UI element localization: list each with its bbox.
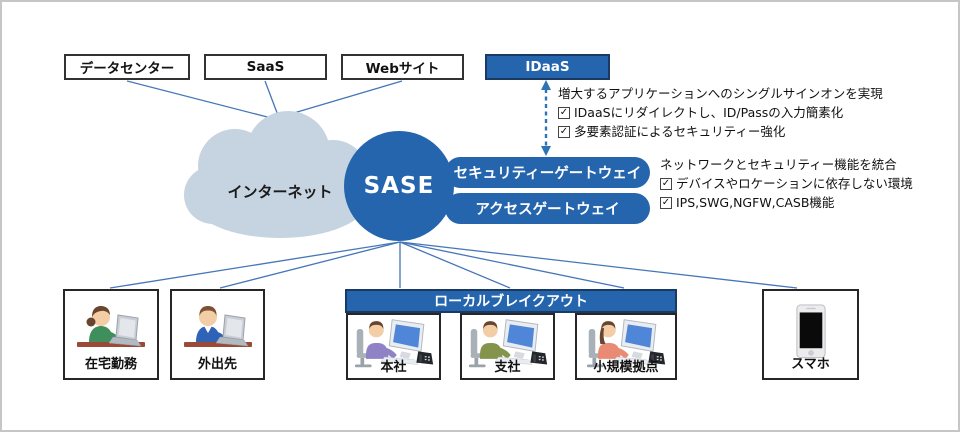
node-datacenter: データセンター [64,54,190,80]
annotation-heading: 増大するアプリケーションへのシングルサインオンを実現 [558,86,883,101]
arrow-down-icon [541,146,551,156]
checkbox-checked-icon: ✓ [558,125,570,138]
access-gateway-pill: アクセスゲートウェイ [445,193,650,224]
node-label: スマホ [791,357,830,372]
annotation-item-text: IDaaSにリダイレクトし、ID/Passの入力簡素化 [574,105,844,120]
node-home-work: 在宅勤務 [63,289,159,380]
node-label: 小規模拠点 [593,360,659,375]
local-breakout-header: ローカルブレイクアウト [345,289,677,313]
node-website: Webサイト [341,54,464,80]
annotation-item: ✓ 多要素認証によるセキュリティー強化 [558,122,883,141]
connector-line [109,241,401,289]
smartphone-icon [795,304,826,359]
connector-line [399,241,798,289]
node-label: 外出先 [197,357,237,372]
annotation-heading: ネットワークとセキュリティー機能を統合 [660,157,897,172]
checkbox-checked-icon: ✓ [660,177,672,190]
sase-node: SASE [344,131,454,241]
connector-line [399,241,625,289]
internet-cloud [184,111,368,238]
internet-cloud-label: インターネット [227,183,333,201]
connector-line [264,80,280,119]
office-worker-illustration [468,319,547,368]
idaas-sync-dashed-arrow [541,80,551,156]
node-small-site: 小規模拠点 [575,313,677,380]
idaas-annotation: 増大するアプリケーションへのシングルサインオンを実現 ✓ IDaaSにリダイレク… [558,84,883,141]
node-saas: SaaS [204,54,327,80]
connector-line [399,241,511,289]
node-smartphone: スマホ [762,289,859,380]
annotation-item: ✓ IDaaSにリダイレクトし、ID/Passの入力簡素化 [558,103,883,122]
annotation-item-text: デバイスやロケーションに依存しない環境 [676,176,913,191]
security-gateway-pill: セキュリティーゲートウェイ [445,157,650,188]
node-label: 在宅勤務 [84,357,137,372]
node-label: 支社 [494,360,521,375]
checkbox-checked-icon: ✓ [558,106,570,119]
annotation-item: ✓ デバイスやロケーションに依存しない環境 [660,174,913,193]
sase-annotation: ネットワークとセキュリティー機能を統合 ✓ デバイスやロケーションに依存しない環… [660,155,913,212]
node-on-the-go: 外出先 [170,289,265,380]
arrow-up-icon [541,80,551,90]
node-headquarters: 本社 [346,313,441,380]
annotation-item-text: IPS,SWG,NGFW,CASB機能 [676,195,835,210]
office-worker-illustration [586,319,666,368]
node-branch-office: 支社 [460,313,555,380]
annotation-item: ✓ IPS,SWG,NGFW,CASB機能 [660,193,913,212]
annotation-item-text: 多要素認証によるセキュリティー強化 [574,124,786,139]
home-worker-illustration [77,306,145,347]
top-connector-lines [126,80,403,120]
connector-line [219,241,401,289]
connector-line [126,80,276,120]
node-idaas: IDaaS [485,54,610,80]
checkbox-checked-icon: ✓ [660,196,672,209]
connector-line [286,80,403,116]
office-worker-illustration [354,319,433,368]
bottom-connector-lines [109,241,798,289]
mobile-worker-illustration [183,306,252,347]
node-label: 本社 [380,360,407,375]
